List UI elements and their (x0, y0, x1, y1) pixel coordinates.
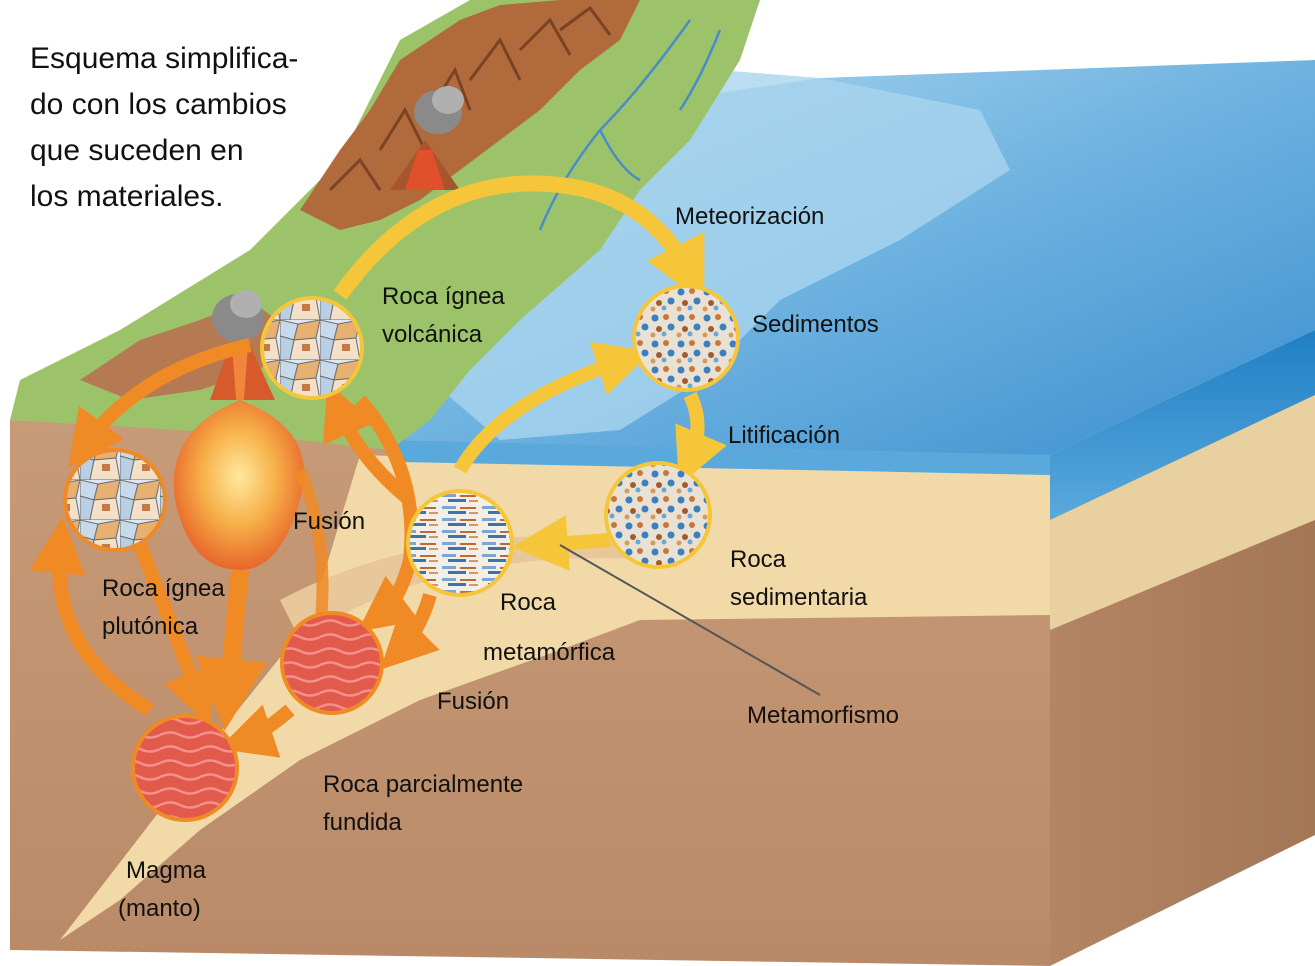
label-metamorfismo: Metamorfismo (747, 697, 899, 735)
label-fusion-upper: Fusión (293, 503, 365, 541)
circle-roca-ignea-plutonica (65, 450, 165, 550)
caption-line: Esquema simplifica- (30, 36, 298, 82)
label-line: fundida (323, 804, 523, 842)
label-line: Roca ígnea (382, 278, 505, 316)
arrow-sedimentaria-to-metamorfica (540, 540, 610, 545)
label-line: Roca parcialmente (323, 766, 523, 804)
circle-roca-parcialmente-fundida (282, 613, 382, 713)
label-fusion-lower: Fusión (437, 683, 509, 721)
caption-line: que suceden en (30, 128, 298, 174)
arrow-litificacion (690, 395, 698, 460)
label-roca-sedimentaria: Roca sedimentaria (730, 541, 867, 617)
label-roca-metamorfica-1: Roca (500, 584, 556, 622)
circle-roca-ignea-volcanica (262, 298, 362, 398)
label-line: sedimentaria (730, 579, 867, 617)
label-line: (manto) (118, 890, 206, 928)
label-roca-metamorfica-2: metamórfica (483, 634, 615, 672)
label-litificacion: Litificación (728, 417, 840, 455)
label-meteorizacion: Meteorización (675, 198, 824, 236)
label-line: volcánica (382, 316, 505, 354)
label-line: plutónica (102, 608, 225, 646)
circle-roca-metamorfica (408, 491, 512, 595)
label-roca-ignea-plutonica: Roca ígnea plutónica (102, 570, 225, 646)
label-line: Magma (118, 852, 206, 890)
label-magma: Magma (manto) (118, 852, 206, 928)
circle-magma (133, 716, 237, 820)
label-roca-ignea-volcanica: Roca ígnea volcánica (382, 278, 505, 354)
caption-line: do con los cambios (30, 82, 298, 128)
diagram-caption: Esquema simplifica- do con los cambios q… (30, 36, 298, 220)
arrow-chamber-to-magma (228, 570, 240, 695)
circle-roca-sedimentaria (606, 463, 710, 567)
caption-line: los materiales. (30, 174, 298, 220)
label-roca-parcialmente-fundida: Roca parcialmente fundida (323, 766, 523, 842)
label-sedimentos: Sedimentos (752, 306, 879, 344)
label-line: Roca ígnea (102, 570, 225, 608)
circle-sedimentos (634, 286, 738, 390)
label-line: Roca (730, 541, 867, 579)
